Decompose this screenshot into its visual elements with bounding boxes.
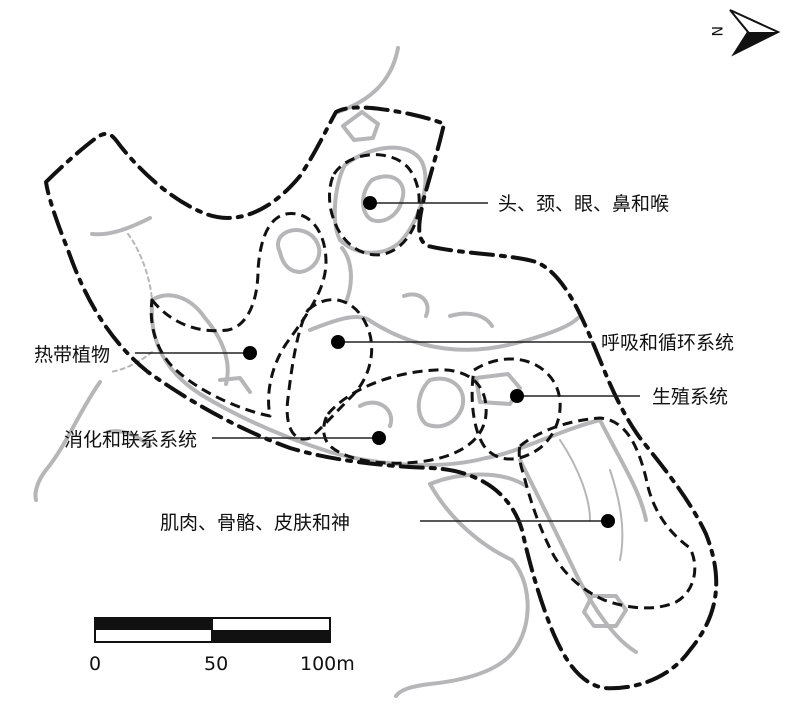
scale-label-100m: 100m	[300, 653, 355, 675]
scale-bar: 0 50 100m	[89, 617, 355, 675]
label-head: 头、颈、眼、鼻和喉	[498, 193, 669, 215]
marker-digest	[372, 431, 386, 445]
north-arrow-fill-icon	[734, 32, 778, 54]
scale-label-0: 0	[89, 653, 101, 675]
label-resp: 呼吸和循环系统	[601, 332, 734, 354]
marker-repro	[510, 389, 524, 403]
zone-repro-outline	[470, 357, 562, 461]
label-digest: 消化和联系系统	[64, 429, 197, 451]
site-boundary	[44, 105, 719, 691]
zone-labels: 头、颈、眼、鼻和喉 热带植物 呼吸和循环系统 生殖系统 消化和联系系统 肌肉、骨…	[34, 193, 734, 534]
label-tropical: 热带植物	[34, 344, 110, 366]
zone-resp-outline	[285, 298, 374, 441]
marker-resp	[331, 335, 345, 349]
zone-markers	[243, 196, 615, 528]
leader-lines	[135, 202, 640, 522]
path-network	[33, 46, 648, 698]
marker-tropical	[243, 346, 257, 360]
marker-head	[363, 196, 377, 210]
zone-head-outline	[328, 153, 421, 257]
zone-outlines	[149, 153, 697, 610]
north-arrow: N	[708, 9, 781, 57]
scale-label-50: 50	[204, 653, 228, 675]
zone-tropical-outline	[149, 212, 328, 418]
zone-muscle-outline	[517, 416, 697, 610]
zone-digest-outline	[322, 368, 488, 465]
label-muscle: 肌肉、骨骼、皮肤和神	[160, 512, 350, 534]
marker-muscle	[601, 514, 615, 528]
label-repro: 生殖系统	[652, 386, 728, 408]
north-label: N	[708, 26, 724, 36]
